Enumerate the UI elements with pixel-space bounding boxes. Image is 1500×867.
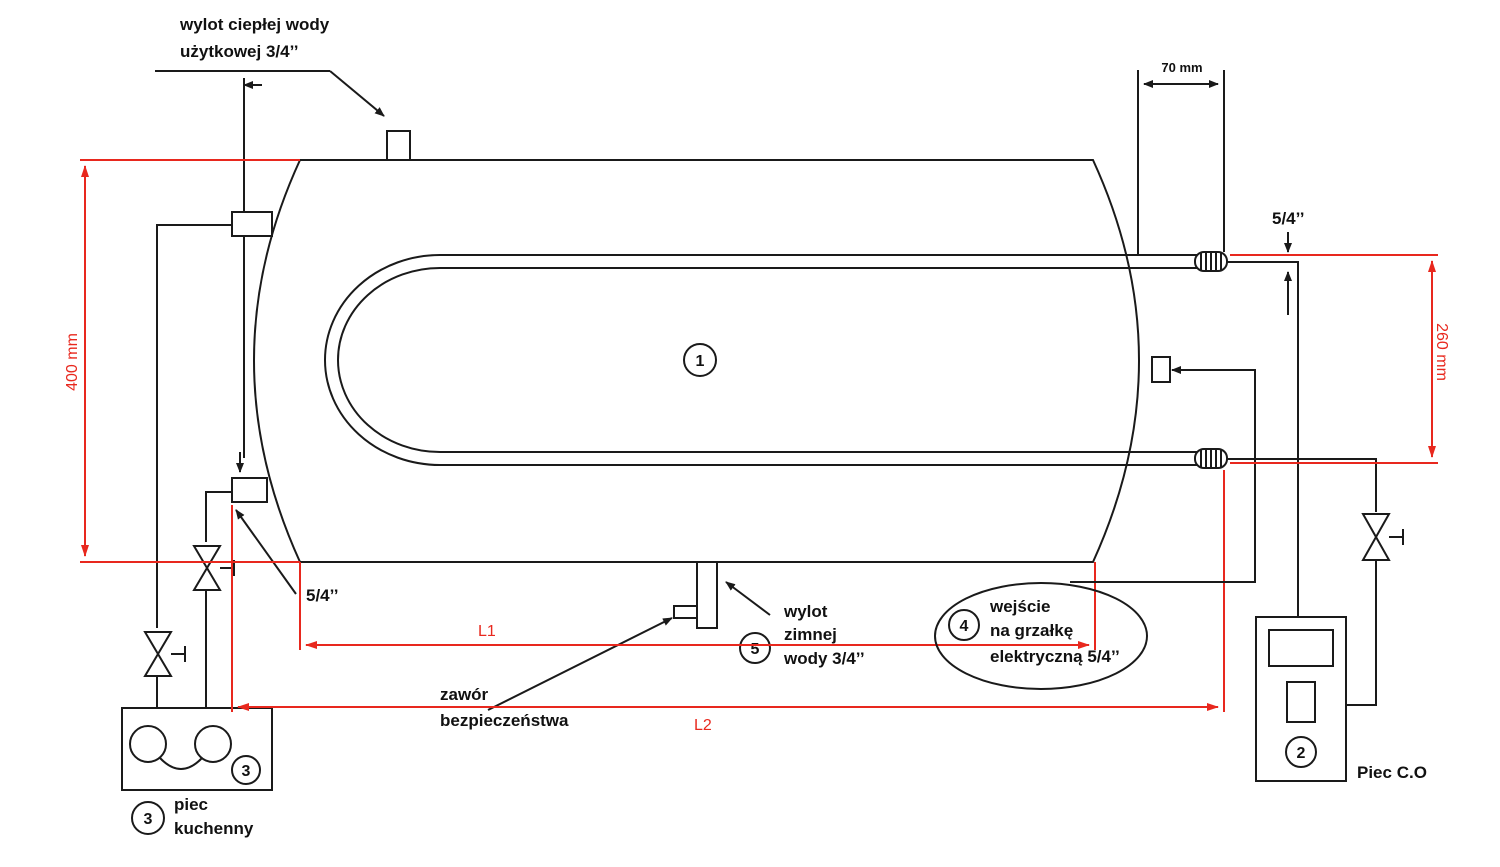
dim70-label: 70 mm (1161, 60, 1202, 75)
coil-to-boiler-pipe (1227, 261, 1299, 616)
thread-connector-bottom (1194, 448, 1228, 469)
coil-return-pipe (1227, 458, 1377, 512)
safety-valve-label-line1: zawór (440, 685, 489, 704)
tank-number: 1 (696, 353, 705, 370)
stove-connector-arc (159, 757, 203, 770)
heater-label-line2: na grzałkę (990, 621, 1073, 640)
stove-burner-left (129, 725, 167, 763)
tank-body (253, 159, 1140, 563)
stove-burner-right (194, 725, 232, 763)
safety-valve-stub (673, 605, 698, 619)
heater-input-ellipse (934, 582, 1148, 690)
top-size-label: 5/4’’ (1272, 209, 1304, 228)
stove-return-valve (143, 631, 186, 677)
dim260-label: 260 mm (1433, 323, 1450, 381)
boiler-display (1268, 629, 1334, 667)
stove-supply-valve (192, 545, 235, 591)
safety-valve-label-line2: bezpieczeństwa (440, 711, 569, 730)
heater-label-line1: wejście (989, 597, 1051, 616)
cold-outlet-label-line3: wody 3/4’’ (783, 649, 865, 668)
tank-number-badge (683, 343, 717, 377)
heater-number: 4 (960, 618, 969, 635)
hot-outlet-arrow (329, 70, 385, 117)
stove-label-line2: kuchenny (174, 819, 254, 838)
bottom-size-arrow (235, 509, 297, 595)
l2-label: L2 (694, 717, 712, 734)
stove-supply-pipe (205, 491, 232, 542)
l1-label: L1 (478, 623, 496, 640)
boiler-label: Piec C.O (1357, 763, 1427, 782)
left-lower-connector (231, 477, 268, 503)
boiler-return-pipe-lower (1346, 560, 1377, 706)
hot-outlet-label-line1: wylot ciepłej wody (179, 15, 330, 34)
heater-input-connector (1151, 356, 1171, 383)
cold-outlet-arrow (725, 581, 771, 616)
dim400-label: 400 mm (64, 333, 81, 391)
thread-connector-top (1194, 251, 1228, 272)
hot-outlet-label-line2: użytkowej 3/4’’ (180, 42, 298, 61)
stove-number-badge-box (231, 755, 261, 785)
stove-return-pipe (156, 224, 232, 628)
stove-label-line1: piec (174, 795, 208, 814)
heating-coil (324, 254, 1140, 466)
stove-number: 3 (144, 811, 153, 828)
boiler-number-badge (1285, 736, 1317, 768)
cold-water-outlet (696, 561, 718, 629)
cold-outlet-number: 5 (751, 641, 760, 658)
stove-number-box: 3 (242, 763, 251, 780)
bottom-size-label: 5/4’’ (306, 586, 338, 605)
heater-input-pipe (1070, 366, 1256, 583)
cold-outlet-label-line2: zimnej (784, 625, 837, 644)
boiler-number: 2 (1297, 745, 1306, 762)
hot-water-outlet-stub (386, 130, 411, 161)
cold-outlet-label-line1: wylot (783, 602, 828, 621)
heater-label-line3: elektryczną 5/4’’ (990, 647, 1120, 666)
heater-number-badge (948, 609, 980, 641)
boiler-return-valve (1361, 513, 1404, 561)
boiler-door (1286, 681, 1316, 723)
left-upper-connector (231, 211, 273, 237)
safety-valve-arrow (487, 617, 673, 711)
stove-number-badge (131, 801, 165, 835)
heating-coil-inner (337, 267, 1140, 453)
